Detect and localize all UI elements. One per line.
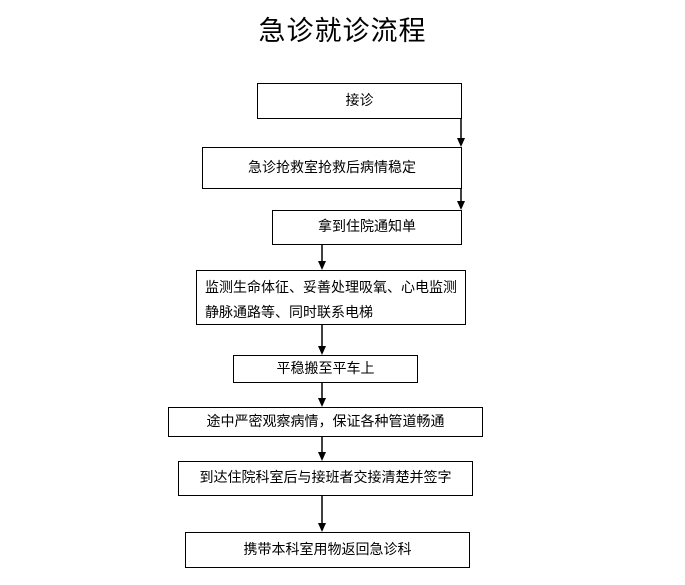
flow-node-n7: 到达住院科室后与接班者交接清楚并签字 [178,461,473,496]
flow-node-n4: 监测生命体征、妥善处理吸氧、心电监测 静脉通路等、同时联系电梯 [196,270,466,325]
flow-arrow-e6 [318,437,326,461]
flow-node-n1: 接诊 [257,83,462,119]
flow-node-n8: 携带本科室用物返回急诊科 [185,532,470,568]
flow-arrow-e1 [457,119,465,147]
flow-node-n2: 急诊抢救室抢救后病情稳定 [202,147,462,189]
flow-node-n5: 平稳搬至平车上 [233,355,418,383]
flow-node-label: 拿到住院通知单 [318,219,416,235]
flow-node-label: 急诊抢救室抢救后病情稳定 [248,159,416,176]
flow-arrow-e4 [318,325,326,355]
page-title: 急诊就诊流程 [258,16,427,47]
flow-node-label: 携带本科室用物返回急诊科 [243,541,412,558]
flow-node-label: 接诊 [345,92,374,109]
flow-node-label: 监测生命体征、妥善处理吸氧、心电监测 静脉通路等、同时联系电梯 [205,280,457,321]
flow-node-n3: 拿到住院通知单 [272,210,462,245]
flow-node-label: 途中严密观察病情，保证各种管道畅通 [206,413,445,430]
flow-arrow-e3 [318,245,326,270]
flow-arrow-e2 [457,189,465,210]
flow-node-n6: 途中严密观察病情，保证各种管道畅通 [168,407,483,437]
flow-arrow-e7 [318,496,326,532]
flow-arrow-e5 [318,383,326,407]
flow-node-label: 平稳搬至平车上 [276,360,375,377]
flow-node-label: 到达住院科室后与接班者交接清楚并签字 [199,470,452,486]
